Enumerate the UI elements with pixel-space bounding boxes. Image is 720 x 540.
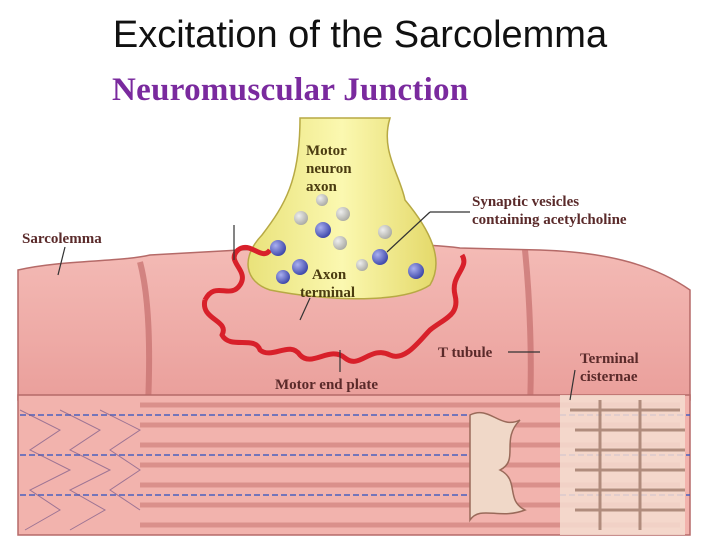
synaptic-vesicles	[270, 194, 424, 284]
label-terminal: Terminal	[580, 351, 639, 367]
cisternae-tubules	[570, 400, 685, 530]
label-motor-end-plate: Motor end plate	[275, 377, 378, 393]
slide-title: Excitation of the Sarcolemma	[112, 14, 608, 56]
sarcoplasmic-reticulum-web	[19, 409, 141, 531]
leader-lines	[57, 211, 576, 401]
label-axon-terminal-2: terminal	[300, 285, 355, 301]
label-sarcolemma: Sarcolemma	[22, 231, 102, 247]
motor-end-plate-folds	[202, 244, 467, 364]
label-synaptic-vesicles: Synaptic vesicles	[472, 194, 579, 210]
label-neuron: neuron	[306, 161, 352, 177]
surface-ridge-left	[137, 261, 153, 406]
terminal-cisternae-region	[560, 395, 685, 535]
label-containing-acetylcholine: containing acetylcholine	[472, 212, 627, 228]
surface-ridge-mid	[522, 249, 534, 406]
label-motor: Motor	[306, 143, 347, 159]
diagram-title: Neuromuscular Junction	[112, 72, 469, 108]
t-tubule-structure	[469, 412, 527, 523]
label-cisternae: cisternae	[580, 369, 638, 385]
label-axon-terminal-1: Axon	[312, 267, 347, 283]
label-t-tubule: T tubule	[438, 345, 493, 361]
label-axon: axon	[306, 179, 338, 195]
